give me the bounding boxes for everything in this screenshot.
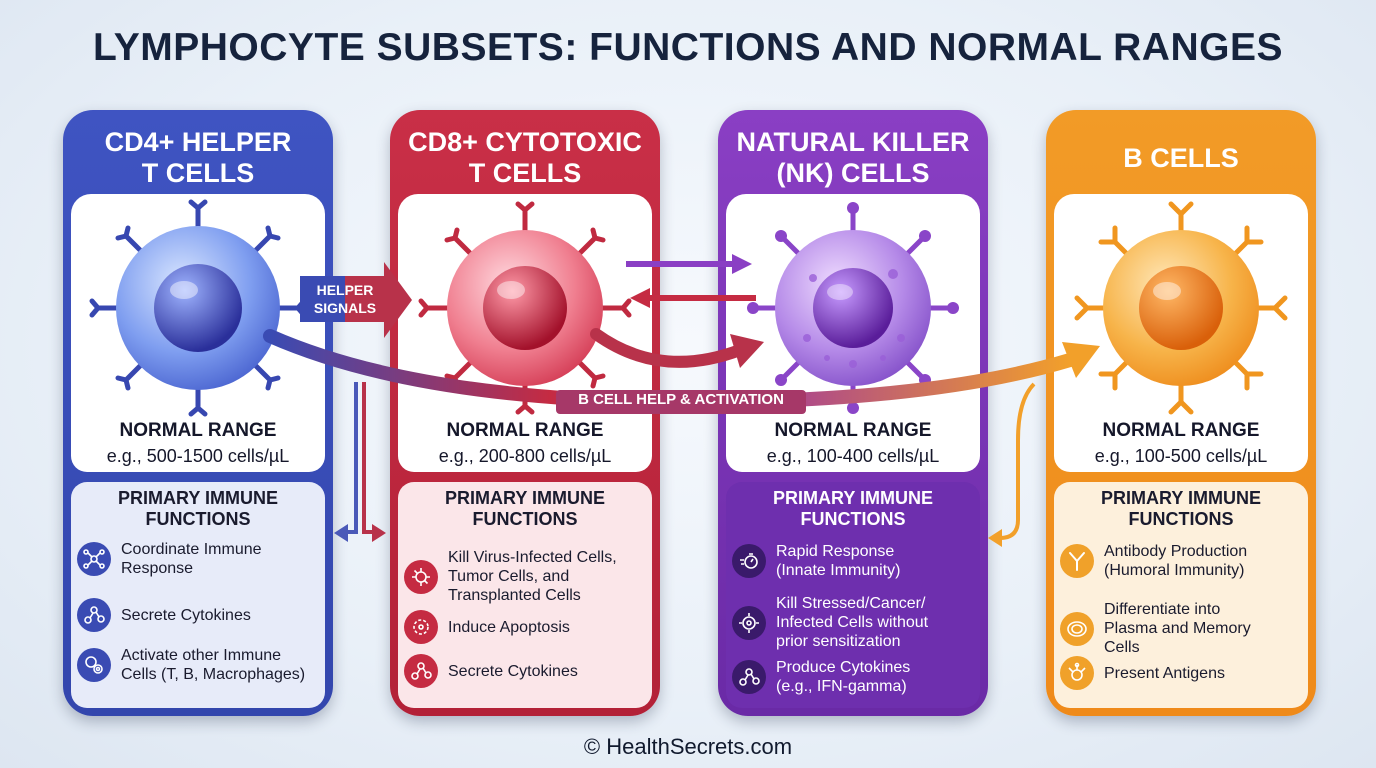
card-header: NATURAL KILLER (NK) CELLS [736, 127, 970, 188]
card-cd8-cytotoxic-t-cells: CD8+ CYTOTOXIC T CELLS [390, 110, 660, 716]
card-cd4-helper-t-cells: CD4+ HELPER T CELLS [63, 110, 333, 716]
card-header: CD8+ CYTOTOXIC T CELLS [408, 127, 642, 188]
nk-cell-illustration [747, 202, 959, 414]
cd4-cd8-link-arrows [334, 382, 386, 542]
function-item: Differentiate into Plasma and Memory Cel… [1060, 600, 1306, 657]
gear-cells-icon [77, 648, 111, 682]
normal-range-label: NORMAL RANGE [774, 420, 932, 441]
target-cell-icon [732, 605, 766, 640]
normal-range-value: e.g., 500-1500 cells/µL [106, 446, 290, 466]
cd8-to-nk-arrow [590, 328, 764, 368]
helper-signals-label: HELPER SIGNALS [313, 282, 377, 316]
network-nodes-icon [77, 542, 111, 576]
cd4-cell-illustration [89, 199, 307, 417]
normal-range-label: NORMAL RANGE [1102, 420, 1260, 441]
function-text: Secrete Cytokines [448, 662, 578, 680]
helper-signals-arrow [300, 262, 412, 338]
function-text: Secrete Cytokines [121, 606, 251, 624]
function-item: Kill Stressed/Cancer/ Infected Cells wit… [732, 594, 978, 651]
function-item: Secrete Cytokines [77, 598, 323, 632]
function-item: Coordinate Immune Response [77, 540, 323, 578]
antigen-icon [1060, 656, 1094, 690]
function-item: Present Antigens [1060, 656, 1306, 690]
molecule-icon [77, 598, 111, 632]
cd8-nk-exchange-arrows [626, 254, 756, 308]
molecule-icon [732, 660, 766, 694]
normal-range-value: e.g., 200-800 cells/µL [438, 446, 612, 466]
card-b-cells: B CELLS [1046, 110, 1316, 716]
functions-title: PRIMARY IMMUNE FUNCTIONS [772, 488, 933, 529]
cell-panel: NORMAL RANGE e.g., 200-800 cells/µL [398, 194, 652, 472]
function-item: Rapid Response (Innate Immunity) [732, 542, 978, 580]
functions-panel: PRIMARY IMMUNE FUNCTIONS Coordinate Immu… [71, 482, 325, 708]
apoptosis-icon [404, 610, 438, 644]
card-header: B CELLS [1123, 142, 1239, 173]
function-item: Kill Virus-Infected Cells, Tumor Cells, … [404, 548, 650, 605]
antibody-icon [1060, 544, 1094, 578]
function-item: Activate other Immune Cells (T, B, Macro… [77, 646, 323, 684]
function-text: Kill Virus-Infected Cells, Tumor Cells, … [448, 549, 617, 604]
b-nk-link-arrow [988, 382, 1036, 547]
stopwatch-icon [732, 544, 766, 578]
function-text: Differentiate into Plasma and Memory Cel… [1104, 601, 1251, 656]
function-text: Produce Cytokines (e.g., IFN-gamma) [776, 659, 911, 695]
functions-title: PRIMARY IMMUNE FUNCTIONS [444, 488, 605, 529]
molecule-icon [404, 654, 438, 688]
b-cell-help-label: B CELL HELP & ACTIVATION [578, 391, 784, 408]
normal-range-value: e.g., 100-500 cells/µL [1094, 446, 1268, 466]
functions-title: PRIMARY IMMUNE FUNCTIONS [1100, 488, 1261, 529]
footer-copyright: © HealthSecrets.com [583, 734, 793, 759]
normal-range-label: NORMAL RANGE [446, 420, 604, 441]
b-cell-illustration [1074, 201, 1288, 415]
function-item: Produce Cytokines (e.g., IFN-gamma) [732, 658, 978, 696]
functions-panel: PRIMARY IMMUNE FUNCTIONS Antibody Produc… [1054, 482, 1308, 708]
functions-title: PRIMARY IMMUNE FUNCTIONS [117, 488, 278, 529]
function-text: Induce Apoptosis [448, 618, 570, 636]
function-text: Rapid Response (Innate Immunity) [776, 543, 901, 579]
normal-range-label: NORMAL RANGE [119, 420, 277, 441]
functions-panel: PRIMARY IMMUNE FUNCTIONS Kill Virus-Infe… [398, 482, 652, 708]
function-item: Induce Apoptosis [404, 610, 650, 644]
page-title: LYMPHOCYTE SUBSETS: FUNCTIONS AND NORMAL… [93, 26, 1283, 69]
normal-range-value: e.g., 100-400 cells/µL [766, 446, 940, 466]
card-header: CD4+ HELPER T CELLS [104, 127, 292, 188]
cd8-cell-illustration [418, 201, 632, 415]
b-cell-help-arrow [263, 329, 1100, 414]
plasma-cell-icon [1060, 611, 1094, 646]
cell-panel: NORMAL RANGE e.g., 500-1500 cells/µL [71, 194, 325, 472]
function-item: Secrete Cytokines [404, 654, 650, 688]
function-text: Present Antigens [1104, 664, 1225, 682]
function-text: Activate other Immune Cells (T, B, Macro… [121, 647, 306, 683]
function-text: Coordinate Immune Response [121, 541, 262, 577]
card-natural-killer-cells: NATURAL KILLER (NK) CELLS [718, 110, 988, 716]
function-text: Antibody Production (Humoral Immunity) [1104, 543, 1248, 579]
cell-panel: NORMAL RANGE e.g., 100-500 cells/µL [1054, 194, 1308, 472]
function-text: Kill Stressed/Cancer/ Infected Cells wit… [776, 595, 929, 650]
cell-panel: NORMAL RANGE e.g., 100-400 cells/µL [726, 194, 980, 472]
functions-panel: PRIMARY IMMUNE FUNCTIONS Rapid Response … [726, 482, 980, 708]
function-item: Antibody Production (Humoral Immunity) [1060, 542, 1306, 580]
virus-icon [404, 559, 438, 594]
